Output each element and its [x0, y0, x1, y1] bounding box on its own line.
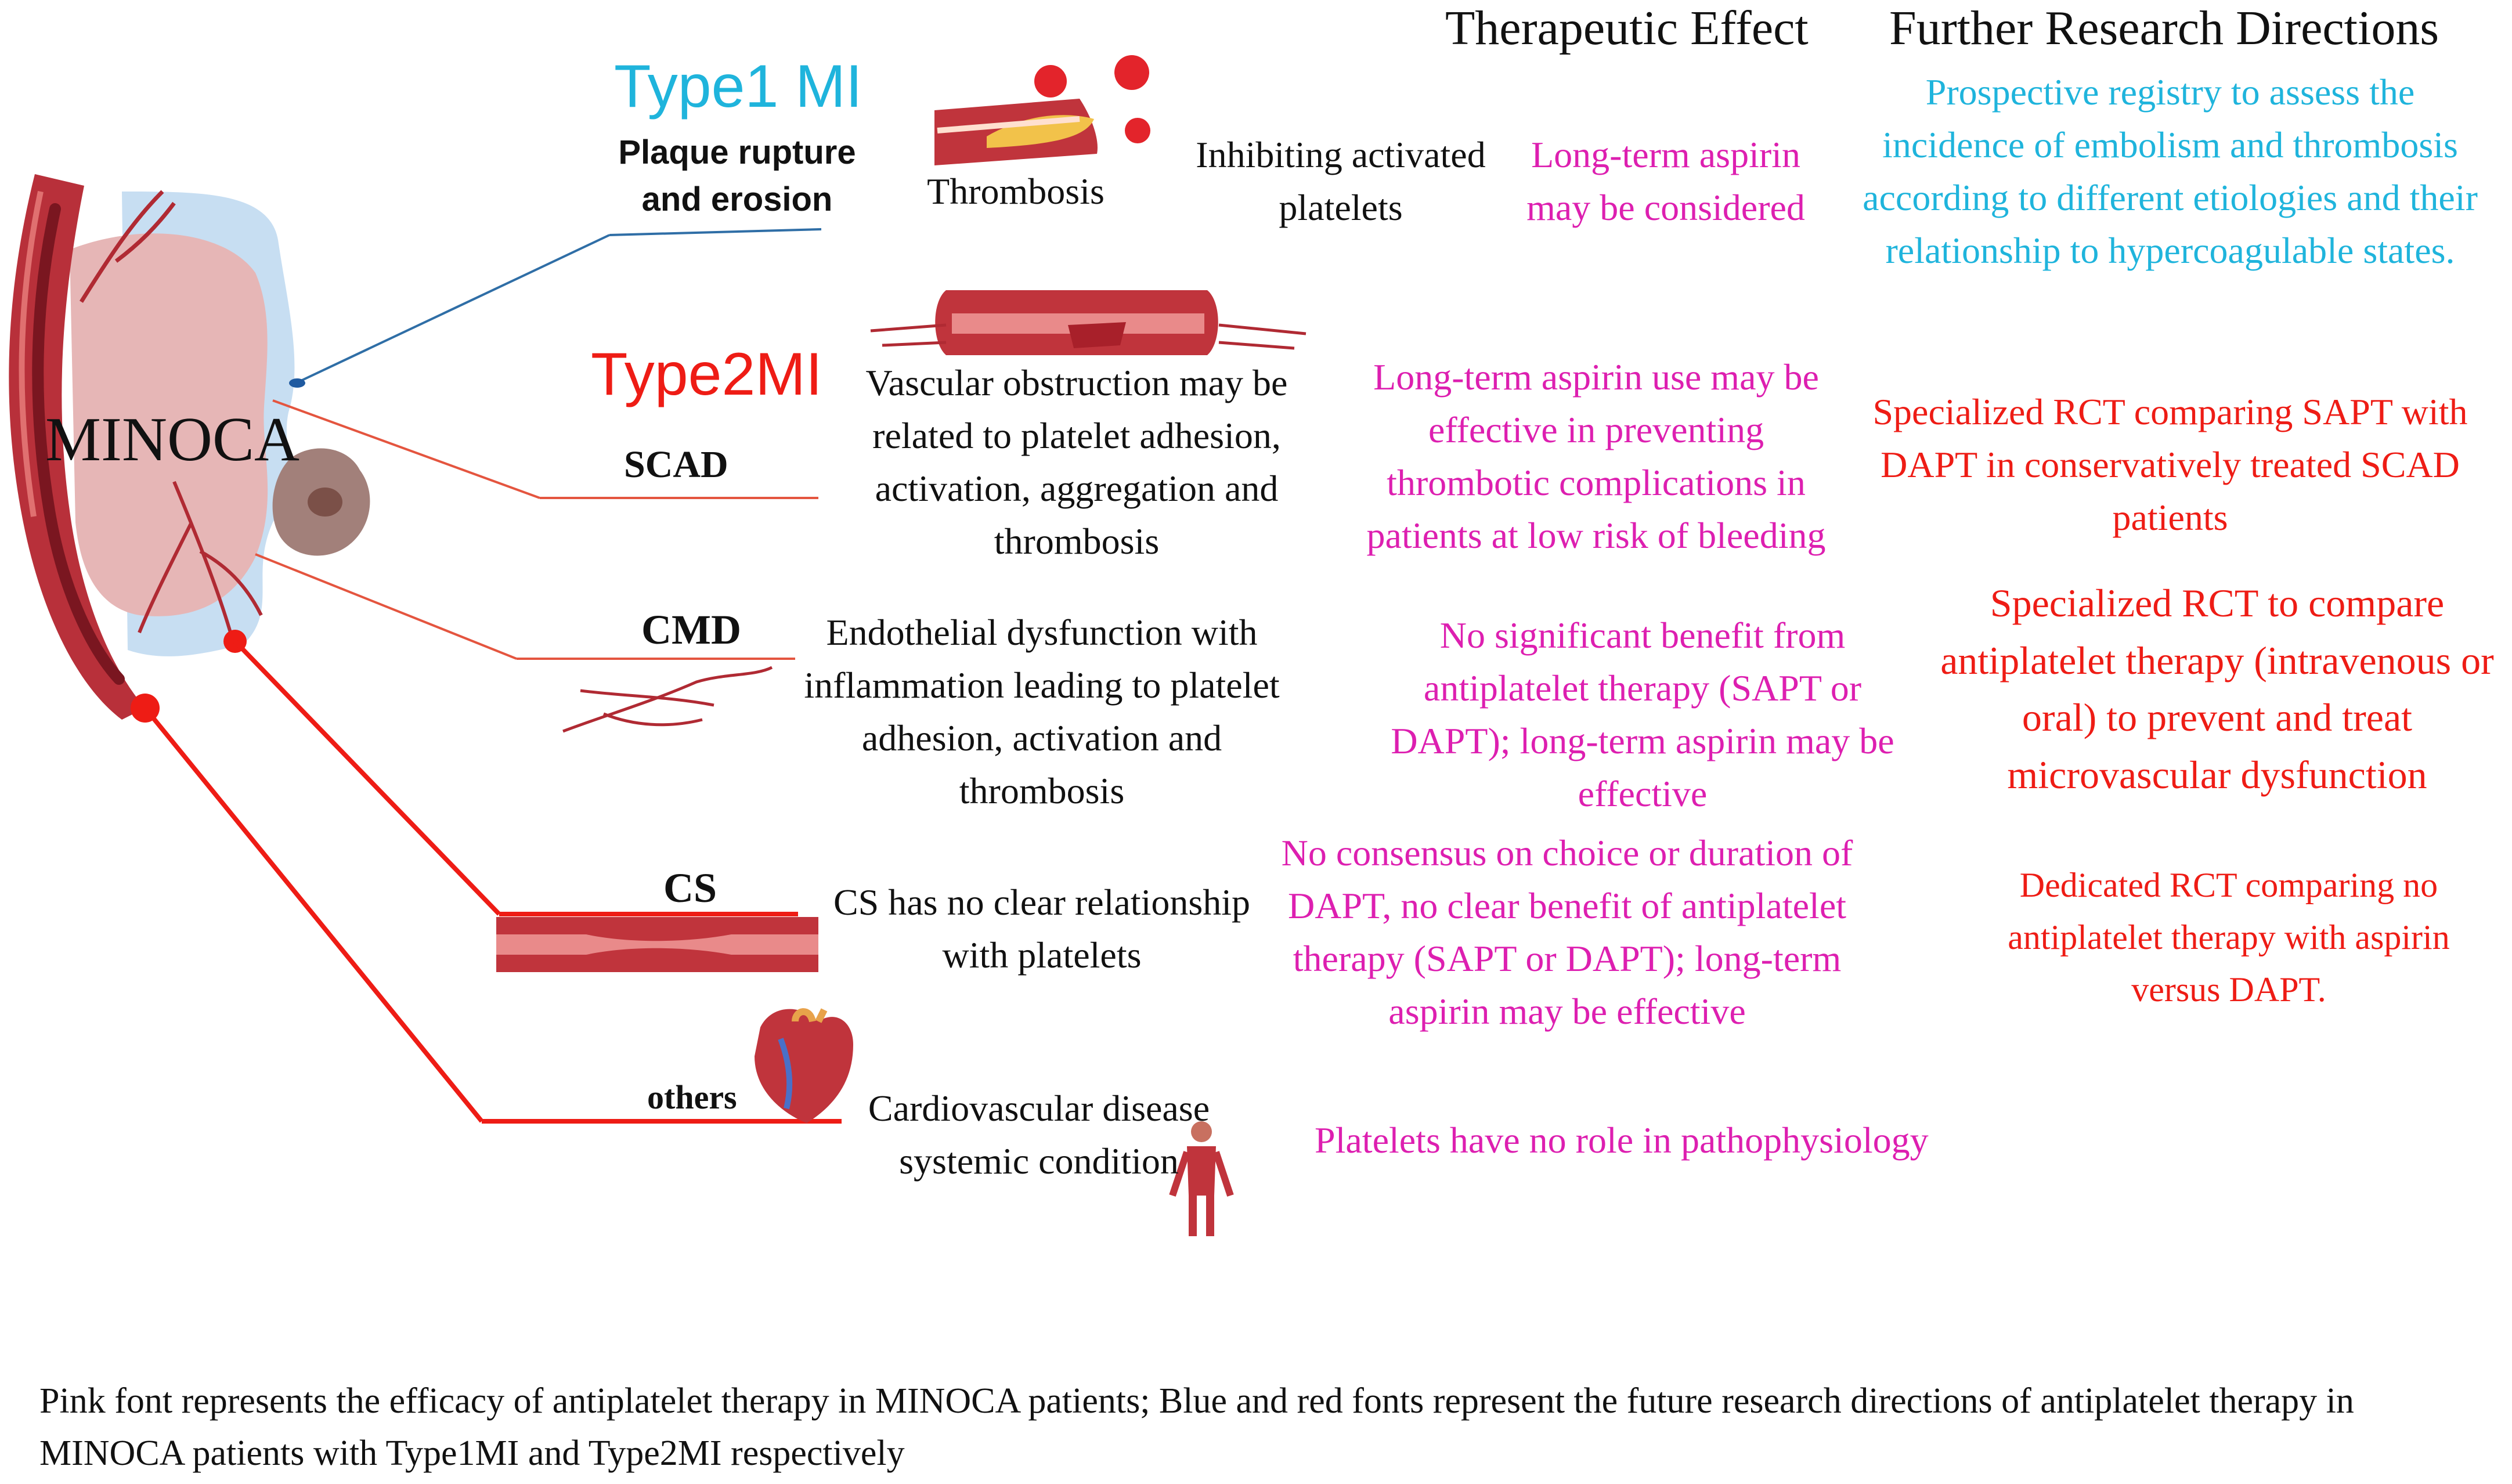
type1-mechanism: Inhibiting activated platelets — [1196, 134, 1486, 228]
connector-scad — [272, 399, 540, 499]
branch-vessel-2 — [138, 481, 263, 639]
heart-icon-vein — [778, 1038, 793, 1110]
connector-others — [143, 706, 484, 1123]
scad-research: Specialized RCT comparing SAPT with DAPT… — [1872, 391, 2468, 538]
others-mechanism: Cardiovascular disease systemic conditio… — [868, 1088, 1210, 1182]
scad-label: SCAD — [624, 443, 728, 486]
scad-tail-left — [870, 323, 947, 347]
scad-tail-right — [1218, 323, 1306, 350]
cmd-research: Specialized RCT to compare antiplatelet … — [1940, 581, 2494, 797]
body-legs — [1189, 1196, 1214, 1236]
heart-icon-aorta — [792, 1008, 828, 1023]
body-head — [1191, 1121, 1212, 1142]
header-further-research: Further Research Directions — [1889, 1, 2439, 55]
minoca-label: MINOCA — [45, 405, 300, 474]
body-arms — [1169, 1151, 1234, 1197]
heart-body — [70, 233, 268, 616]
type1-research: Prospective registry to assess the incid… — [1863, 71, 2478, 271]
cell-nucleus — [308, 488, 342, 517]
human-body-icon — [1169, 1121, 1234, 1236]
type2-title: Type2MI — [591, 341, 822, 408]
cs-vessel-lumen — [496, 934, 818, 955]
heart-icon — [755, 1008, 853, 1123]
cs-research: Dedicated RCT comparing no antiplatelet … — [2008, 866, 2450, 1009]
type1-effect: Long-term aspirin may be considered — [1526, 134, 1805, 228]
platelet-1 — [1034, 65, 1067, 98]
cs-label: CS — [663, 865, 717, 911]
microvessel-1 — [562, 666, 773, 733]
microvessel-3 — [603, 712, 703, 727]
scad-vessel-lumen — [952, 313, 1204, 334]
thrombosis-vessel — [934, 55, 1150, 165]
scad-effect: Long-term aspirin use may be effective i… — [1366, 356, 1826, 556]
scad-clot — [1068, 322, 1126, 348]
platelet-3 — [1125, 118, 1150, 143]
cmd-label: CMD — [641, 606, 741, 653]
thrombosis-label: Thrombosis — [927, 171, 1105, 212]
artery-highlight — [19, 190, 44, 517]
others-label: others — [647, 1078, 737, 1116]
header-therapeutic-effect: Therapeutic Effect — [1445, 1, 1809, 55]
type1-title: Type1 MI — [614, 53, 862, 120]
branch-vessel-1 — [80, 190, 176, 303]
vessel-plaque — [987, 115, 1094, 148]
cmd-effect: No significant benefit from antiplatelet… — [1391, 615, 1894, 814]
connector-lines — [143, 228, 842, 1124]
connector-cs — [233, 640, 501, 916]
artery-lumen — [32, 203, 125, 685]
body-trunk — [1187, 1146, 1216, 1196]
connector-type1 — [295, 234, 610, 384]
type1-subtitle: Plaque rupture and erosion — [618, 133, 856, 219]
cs-effect: No consensus on choice or duration of DA… — [1281, 832, 1853, 1032]
microvessel-2 — [580, 689, 714, 707]
cs-vessel — [496, 917, 818, 972]
scad-mechanism: Vascular obstruction may be related to p… — [865, 362, 1288, 562]
cmd-mechanism: Endothelial dysfunction with inflammatio… — [804, 612, 1280, 811]
cmd-microvessels — [562, 666, 773, 733]
cs-mechanism: CS has no clear relationship with platel… — [833, 882, 1251, 976]
heart-icon-body — [755, 1009, 853, 1123]
connector-type1-end — [609, 228, 822, 236]
connector-type1-dot — [289, 378, 305, 388]
vessel-lumen — [937, 116, 1080, 133]
scad-vessel — [870, 290, 1306, 355]
platelet-2 — [1114, 55, 1149, 90]
connector-cmd — [255, 553, 517, 660]
heart-illustration — [9, 174, 370, 723]
caption: Pink font represents the efficacy of ant… — [39, 1381, 2354, 1473]
others-effect: Platelets have no role in pathophysiolog… — [1315, 1120, 1929, 1161]
